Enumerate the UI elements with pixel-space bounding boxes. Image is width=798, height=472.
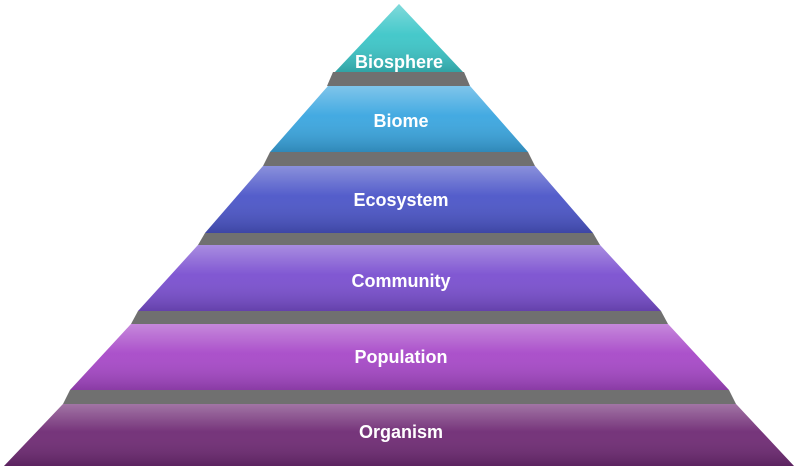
separator-3 <box>198 233 600 245</box>
tier-shine <box>205 166 593 233</box>
tier-label-organism: Organism <box>359 422 443 442</box>
tier-shine <box>138 245 661 311</box>
separator-4 <box>131 311 668 324</box>
tier-label-biosphere: Biosphere <box>355 52 443 72</box>
tier-ecosystem: Ecosystem <box>205 166 593 233</box>
tier-biome: Biome <box>270 86 528 152</box>
tier-label-biome: Biome <box>373 111 428 131</box>
tier-community: Community <box>138 245 661 311</box>
separator-5 <box>63 390 736 404</box>
tier-shine <box>270 86 528 152</box>
separator-2 <box>263 152 535 166</box>
tier-biosphere: Biosphere <box>335 4 463 72</box>
tier-label-community: Community <box>352 271 451 291</box>
tier-organism: Organism <box>4 404 794 466</box>
tier-label-ecosystem: Ecosystem <box>353 190 448 210</box>
tier-shine <box>4 404 794 466</box>
separators <box>63 72 736 404</box>
tier-label-population: Population <box>355 347 448 367</box>
tier-shine <box>70 324 729 390</box>
tier-shine <box>335 4 463 72</box>
tier-population: Population <box>70 324 729 390</box>
separator-1 <box>327 72 470 86</box>
